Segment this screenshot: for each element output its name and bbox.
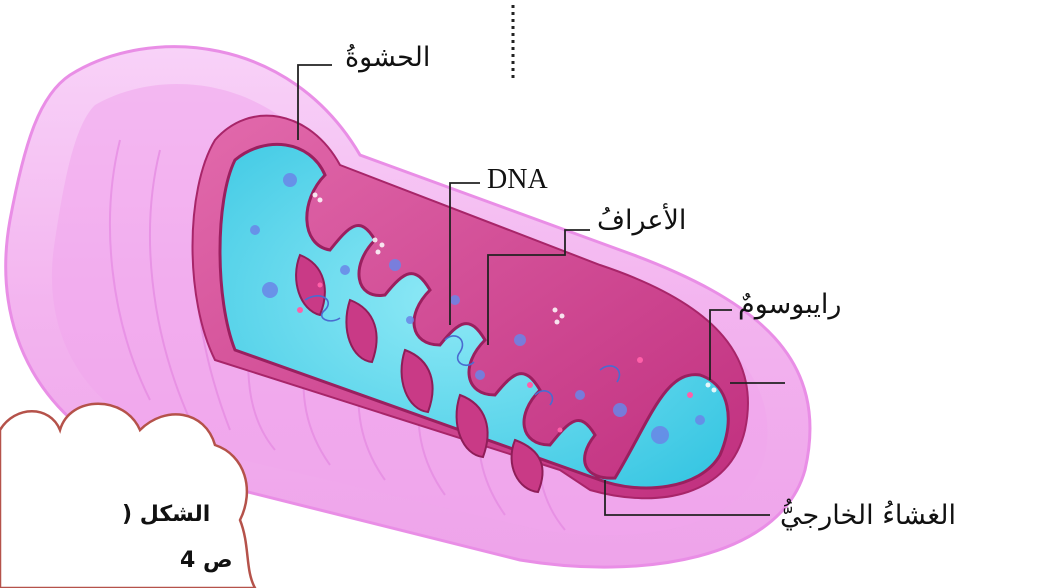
dna-label: DNA [487,164,548,196]
cristae-label: الأعرافُ [597,205,686,236]
outer-membrane-label: الغشاءُ الخارجيُّ [780,500,956,531]
cloud-text-line1: الشكل ( [122,502,210,527]
matrix-label: الحشوةُ [345,42,430,73]
cloud-text-line2: ص 4 [180,548,233,573]
ribosome-label: رايبوسومٌ [738,289,841,320]
